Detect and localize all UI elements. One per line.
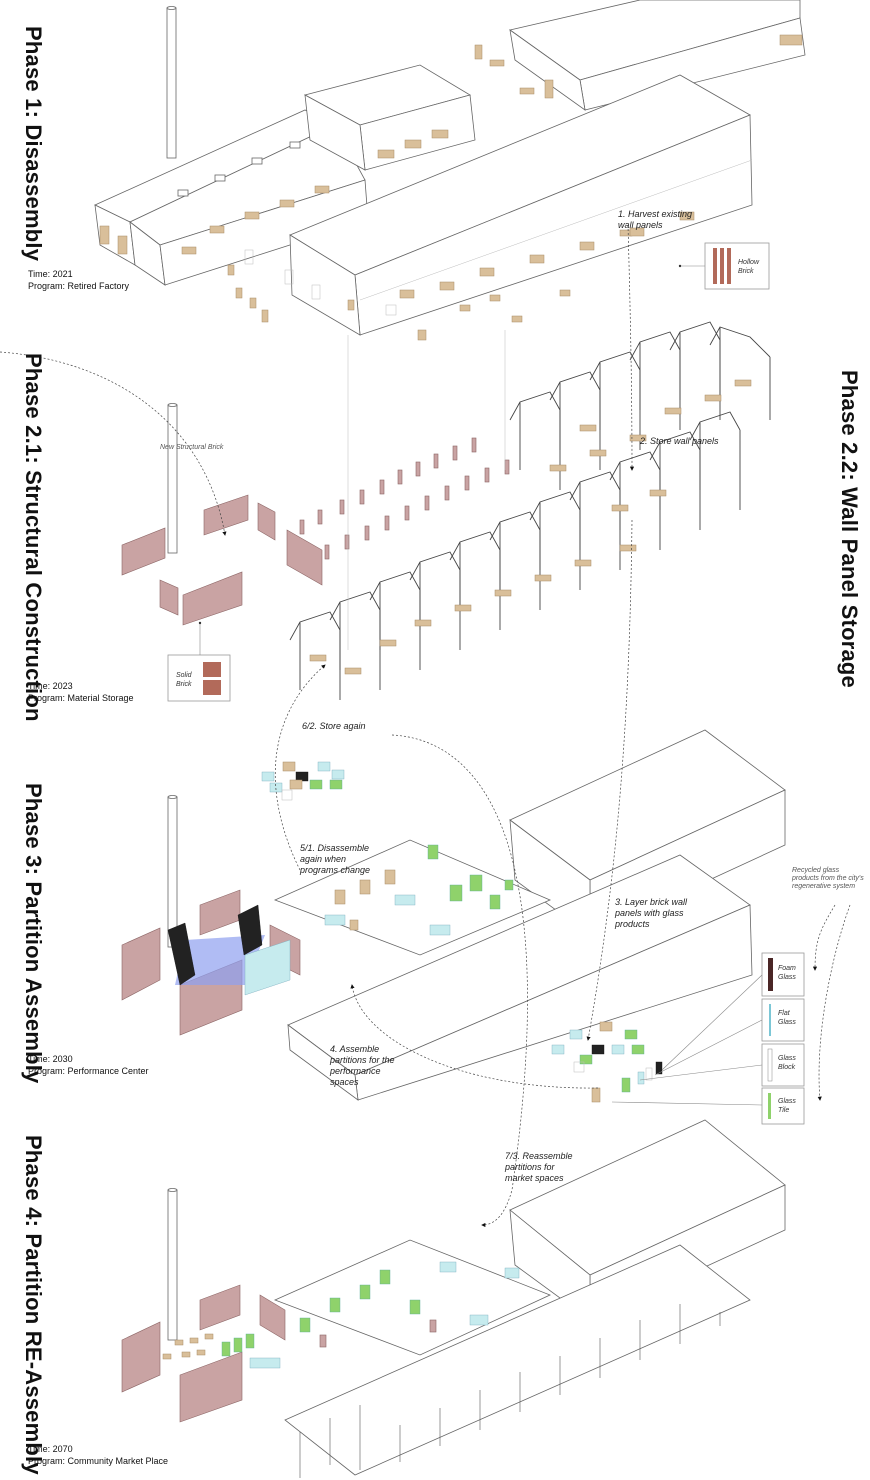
phase1-program: Program: Retired Factory [28, 281, 130, 291]
step3-note: 3. Layer brick wall panels with glass pr… [615, 897, 688, 929]
step7-note: 7/3. Reassemble partitions for market sp… [505, 1151, 573, 1183]
arrow-assemble [350, 984, 599, 1089]
process-arrows [0, 224, 851, 1228]
partition-complex-4 [121, 1239, 552, 1423]
foam-glass-label: Foam Glass [778, 965, 796, 981]
hall-3-long [287, 854, 753, 1101]
phase3-title: Phase 3: Partition Assembly [21, 783, 46, 1084]
phase4-program: Program: Community Market Place [28, 1456, 169, 1466]
step5-note: 5/1. Disassemble again when programs cha… [300, 843, 371, 875]
arrow-layer-glass [586, 519, 633, 1041]
phase4-time: Time: 2070 [28, 1444, 73, 1454]
recycled-glass-note: Recycled glass products from the city's … [792, 867, 864, 890]
partition-complex-3 [121, 839, 552, 1036]
phase4-title: Phase 4: Partition RE-Assembly [21, 1135, 46, 1475]
stored-wall-panels [309, 379, 752, 675]
glass-block-label: Glass Block [778, 1055, 796, 1071]
factory-top-right [509, 0, 806, 111]
harvested-panels-1 [99, 34, 803, 341]
phase1-title: Phase 1: Disassembly [21, 26, 46, 262]
flat-glass-label: Flat Glass [778, 1010, 796, 1026]
factory-long-hall [289, 74, 753, 336]
panel-cluster-a [261, 761, 345, 801]
phase3-drawing [121, 729, 805, 1125]
phase21-program: Program: Material Storage [28, 693, 134, 703]
phase21-meta: Time: 2023 Program: Material Storage [28, 680, 134, 704]
chimney-3 [167, 795, 178, 948]
phase22-title: Phase 2.2: Wall Panel Storage [837, 370, 862, 688]
glass-tile-label: Glass Tile [778, 1098, 796, 1114]
phase21-time: Time: 2023 [28, 681, 73, 691]
arrow-recycled-2 [817, 904, 851, 1101]
phase3-time: Time: 2030 [28, 1054, 73, 1064]
phase1-meta: Time: 2021 Program: Retired Factory [28, 268, 129, 292]
new-brick-note: New Structural Brick [160, 444, 224, 451]
chimney-4 [167, 1188, 178, 1341]
glass-legend [611, 952, 805, 1125]
structural-brick-walls [121, 494, 323, 626]
phase3-program: Program: Performance Center [28, 1066, 149, 1076]
hollow-brick-label: Hollow Brick [738, 259, 760, 275]
phase2-drawing [121, 321, 771, 702]
step6-note: 6/2. Store again [302, 721, 366, 731]
arrow-new-brick [0, 351, 227, 536]
phase1-drawing [94, 0, 806, 341]
phase1-time: Time: 2021 [28, 269, 73, 279]
arrow-reassemble [391, 734, 528, 1228]
phase4-meta: Time: 2070 Program: Community Market Pla… [28, 1443, 168, 1467]
chimney-1 [166, 6, 177, 159]
market-canopy [284, 1244, 751, 1478]
steel-trusses [289, 321, 771, 700]
phase3-meta: Time: 2030 Program: Performance Center [28, 1053, 149, 1077]
arrow-store-again [274, 664, 326, 871]
arrow-recycled-1 [812, 904, 836, 971]
hollow-brick-legend [678, 242, 770, 290]
solid-brick-legend [167, 621, 231, 702]
phase4-drawing [121, 1119, 786, 1478]
arrow-store-panels [627, 224, 635, 471]
chimney-2 [167, 403, 178, 554]
solid-brick-label: Solid Brick [176, 672, 192, 688]
step1-note: 1. Harvest existing wall panels [618, 209, 693, 230]
step4-note: 4. Assemble partitions for the performan… [330, 1044, 395, 1087]
step2-note: 2. Store wall panels [640, 436, 719, 446]
brick-columns [299, 437, 510, 560]
phase21-title: Phase 2.1: Structural Construction [21, 353, 46, 722]
panel-cluster-b [551, 1021, 663, 1103]
